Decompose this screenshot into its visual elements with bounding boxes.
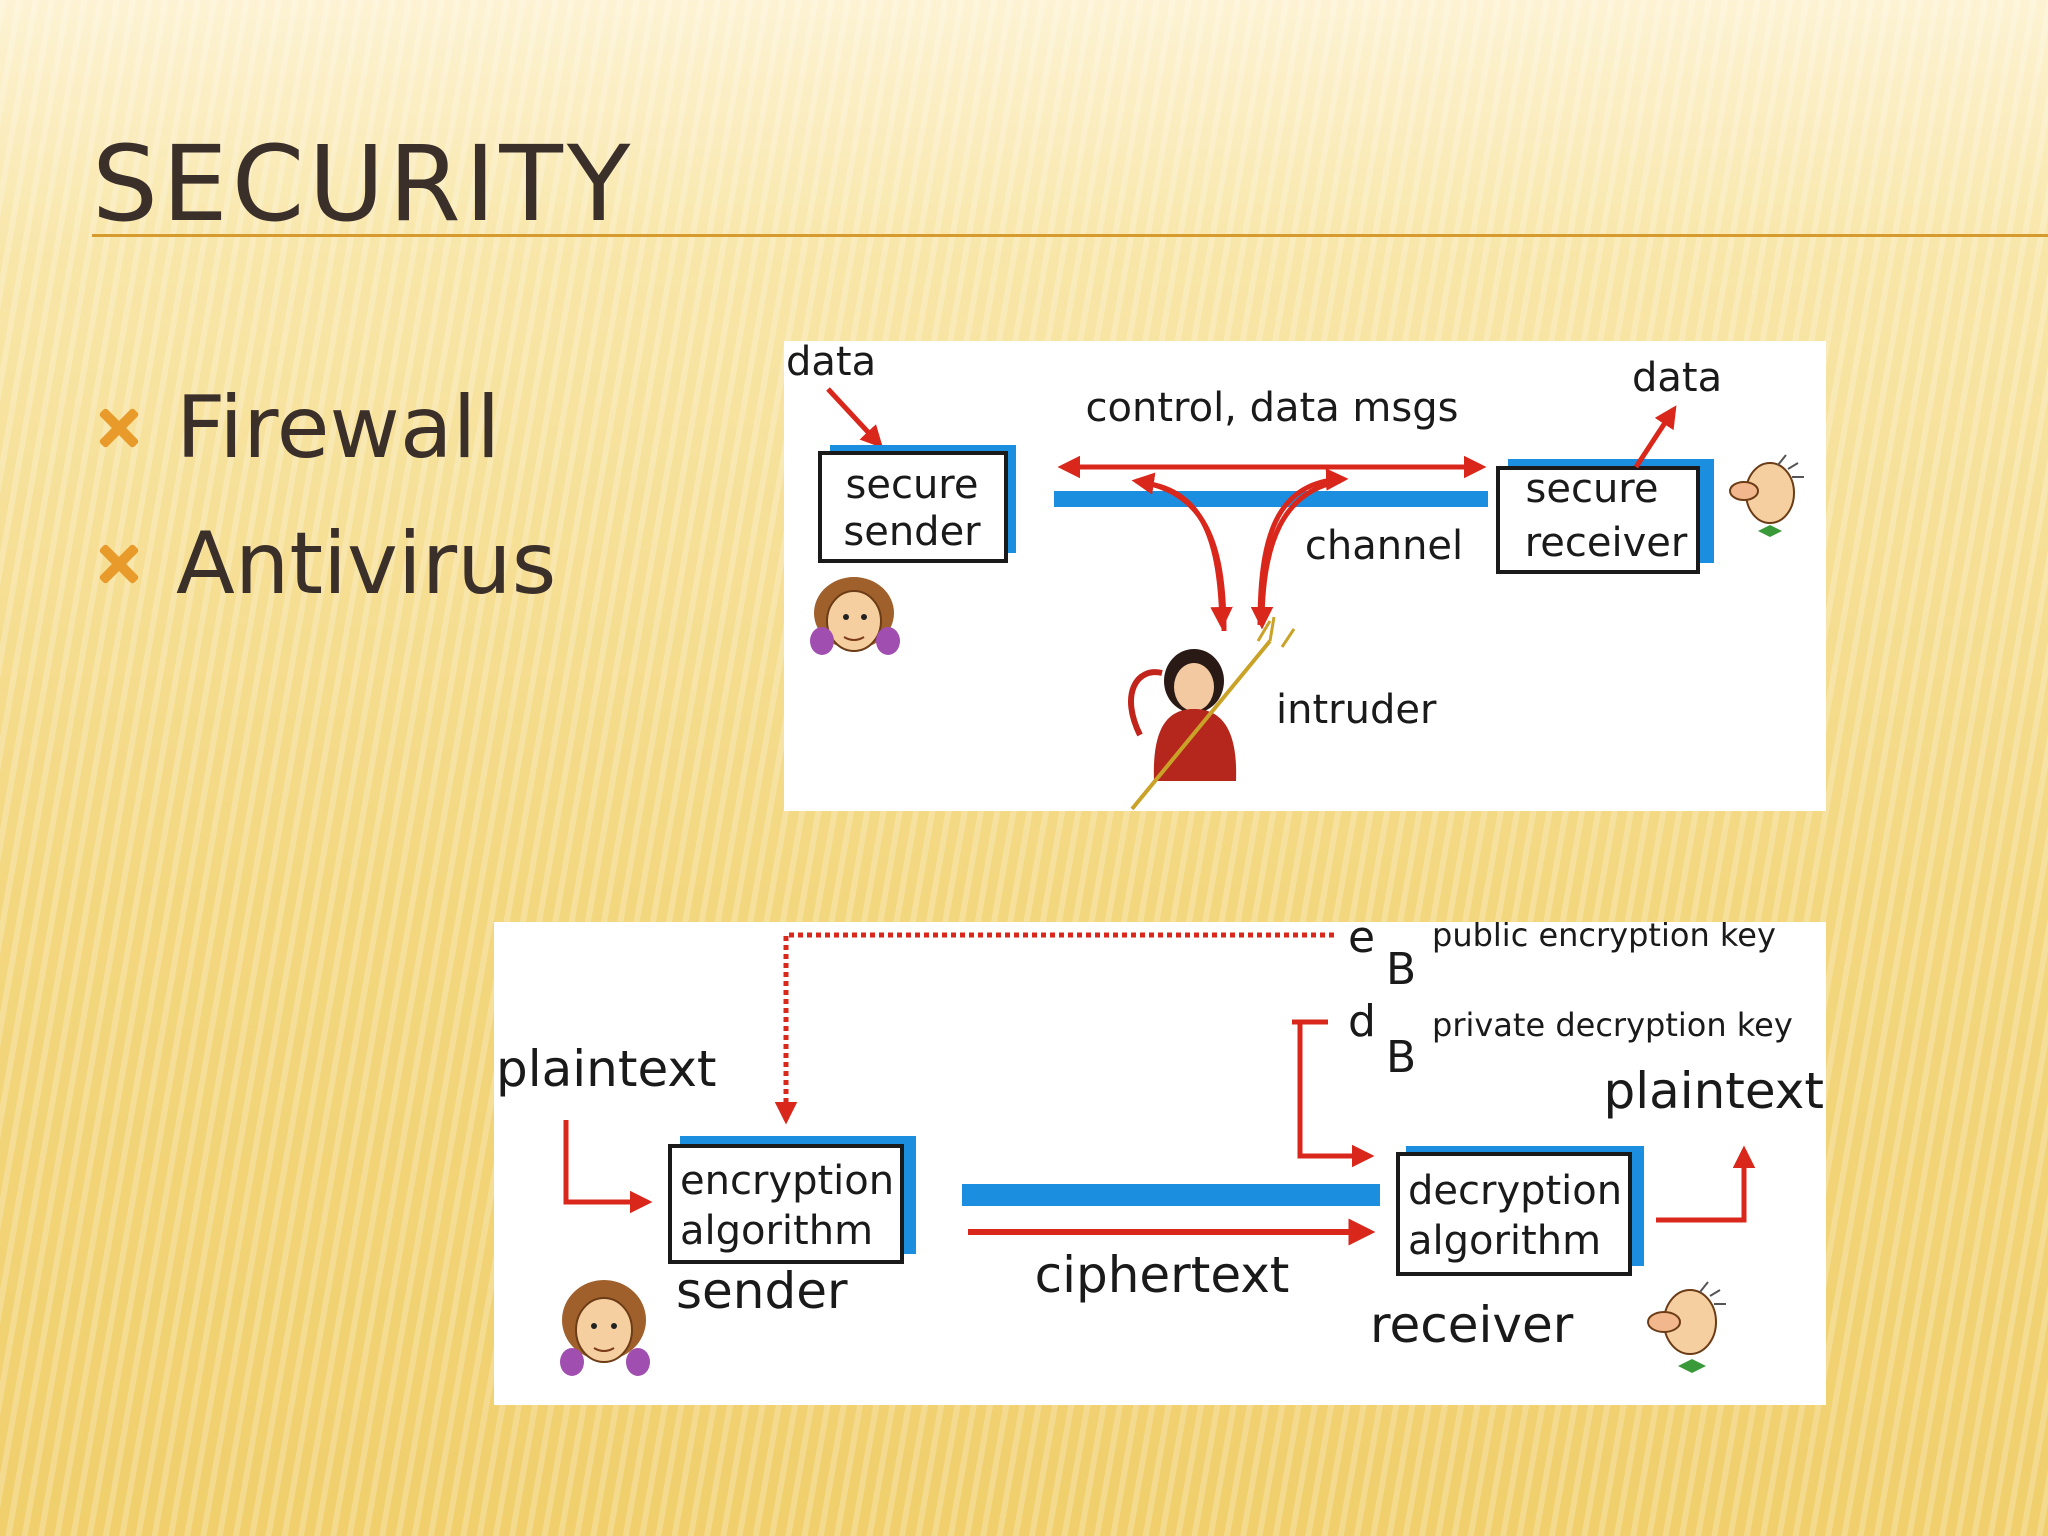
public-key-dotted-arrow xyxy=(774,932,1334,1125)
receiver-box-line1: secure xyxy=(1526,466,1659,512)
d-subscript: B xyxy=(1386,1032,1416,1083)
slide-title: SECURITY xyxy=(92,123,635,245)
plaintext-in-arrow xyxy=(563,1120,653,1214)
private-key-arrow xyxy=(1292,1019,1375,1168)
e-subscript: B xyxy=(1386,944,1416,995)
receiver-person-icon xyxy=(1647,1281,1726,1373)
bullet-text: Antivirus xyxy=(176,514,557,614)
sender-person-icon xyxy=(810,577,900,655)
sender-label: sender xyxy=(676,1262,848,1320)
intruder-arrow-down-1 xyxy=(1143,480,1233,630)
data-out-arrow xyxy=(1633,405,1677,469)
cipher-channel-bar xyxy=(962,1184,1380,1206)
bullet-item: Antivirus xyxy=(96,496,556,632)
d-symbol: d xyxy=(1348,996,1376,1047)
plaintext-out-label: plaintext xyxy=(1603,1062,1824,1120)
bullet-text: Firewall xyxy=(176,378,501,478)
secure-receiver-box xyxy=(1496,466,1700,574)
secure-channel-diagram: data secure sender control, data msgs ch… xyxy=(784,341,1826,811)
data-in-arrow xyxy=(826,387,884,449)
sender-person-icon xyxy=(560,1280,650,1376)
e-symbol: e xyxy=(1348,922,1375,963)
intruder-label: intruder xyxy=(1276,687,1437,733)
sender-box-line2: sender xyxy=(843,509,981,555)
enc-box-line2: algorithm xyxy=(680,1208,873,1254)
private-key-label: private decryption key xyxy=(1432,1006,1793,1044)
receiver-person-icon xyxy=(1729,454,1804,537)
secure-channel-svg: data secure sender control, data msgs ch… xyxy=(786,341,1804,811)
intruder-arrow-down-2 xyxy=(1250,478,1341,630)
plaintext-out-arrow xyxy=(1656,1145,1756,1223)
ciphertext-label: ciphertext xyxy=(1035,1246,1290,1304)
public-key-crypto-svg: e B public encryption key d B private de… xyxy=(496,922,1824,1376)
decryption-algorithm-box xyxy=(1396,1152,1632,1276)
receiver-label: receiver xyxy=(1370,1296,1574,1354)
data-in-label: data xyxy=(786,341,876,385)
encryption-algorithm-box xyxy=(668,1144,904,1264)
x-bullet-icon xyxy=(96,406,140,450)
dec-box-line1: decryption xyxy=(1408,1168,1622,1214)
title-underline xyxy=(92,234,2048,237)
public-key-crypto-diagram: e B public encryption key d B private de… xyxy=(494,922,1826,1405)
public-key-label: public encryption key xyxy=(1432,922,1776,954)
channel-label: channel xyxy=(1305,523,1463,569)
intruder-person-icon xyxy=(1128,616,1296,811)
x-bullet-icon xyxy=(96,542,140,586)
sender-box-line1: secure xyxy=(846,462,979,508)
receiver-box-line2: receiver xyxy=(1525,520,1688,566)
plaintext-in-label: plaintext xyxy=(496,1040,717,1098)
secure-sender-box xyxy=(818,451,1008,563)
enc-box-line1: encryption xyxy=(680,1158,894,1204)
bullet-item: Firewall xyxy=(96,360,556,496)
channel-bar xyxy=(1054,491,1488,507)
bullet-list: Firewall Antivirus xyxy=(96,360,556,632)
data-out-label: data xyxy=(1632,355,1722,401)
dec-box-line2: algorithm xyxy=(1408,1218,1601,1264)
msgs-label: control, data msgs xyxy=(1086,385,1459,431)
